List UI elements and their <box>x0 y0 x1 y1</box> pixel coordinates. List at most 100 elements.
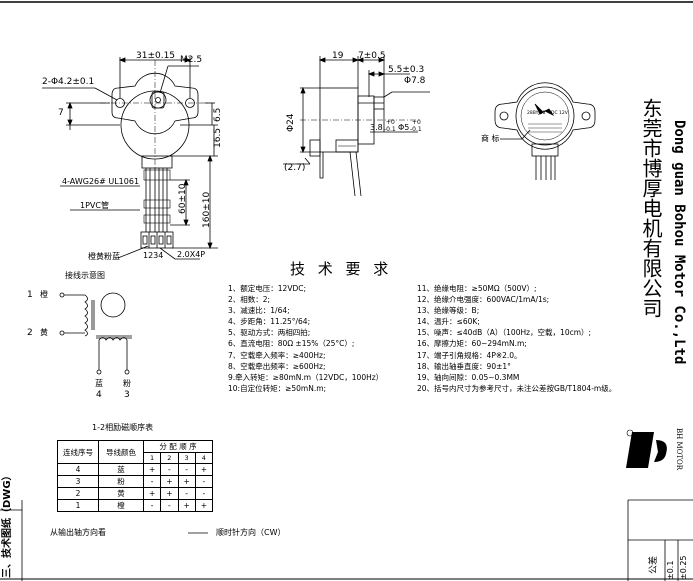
table-cell: + <box>160 487 179 500</box>
connector-label: 2.0X4P <box>177 250 206 259</box>
table-cell: - <box>160 463 179 476</box>
table-cell: 蓝 <box>98 463 144 476</box>
tolerance-value-1: ±0.1 <box>666 560 675 580</box>
direction-note-right: 顺时针方向（CW） <box>216 528 286 537</box>
spec-item: 3、减速比：1/64; <box>228 306 290 316</box>
table-cell: 4 <box>57 463 99 476</box>
section-title: 三、技术图纸（DWG） <box>2 470 13 578</box>
table-cell: 1 <box>57 499 99 512</box>
wire-4-number: 3 <box>124 390 130 400</box>
table-step: 2 <box>160 452 179 464</box>
dim-phi5-label: Φ5 <box>398 123 410 132</box>
wire-colors-label: 橙黄粉蓝 <box>88 252 120 261</box>
table-row: 3 粉 - + + - <box>57 475 214 488</box>
table-cell: + <box>160 475 179 488</box>
dim-phi24-label: Φ24 <box>286 113 296 132</box>
table-cell: - <box>160 499 179 512</box>
table-row: 1 橙 - - + + <box>57 499 214 512</box>
wiring-schematic <box>59 292 132 375</box>
table-cell: - <box>194 487 214 500</box>
sequence-caption: 1-2相励磁顺序表 <box>92 423 154 432</box>
spec-item: 5、驱动方式：两相四拍; <box>228 328 311 338</box>
wire-1-number: 1 <box>27 290 33 300</box>
dim-38-tol-dn: -0.1 <box>384 126 396 133</box>
specs-title: 技 术 要 求 <box>290 260 393 278</box>
wire-3-color: 蓝 <box>95 379 103 388</box>
dim-phi5-tol-dn: -0.1 <box>410 126 422 133</box>
wire-4-color: 粉 <box>123 379 131 388</box>
table-cell: - <box>142 475 162 488</box>
dim-phi78-label: Φ7.8 <box>404 76 426 86</box>
spec-item: 15、噪声：≤40dB（A）（100Hz，空载，10cm）; <box>417 328 592 338</box>
direction-note-left: 从输出轴方向看 <box>50 528 106 537</box>
spec-item: 18、输出轴垂直度：90±1° <box>417 361 511 371</box>
dim-right1-label: 6.5 <box>213 107 223 122</box>
wire-3-number: 4 <box>96 390 102 400</box>
bh-logo <box>626 429 667 468</box>
table-cell: + <box>177 475 196 488</box>
specs-right-list: 11、绝缘电阻：≥50MΩ（500V）; 12、绝缘介电强度：600VAC/1m… <box>417 283 616 394</box>
company-name-en: Dong guan Bohou Motor Co.,Ltd <box>671 120 687 365</box>
dim-left-label: 7 <box>58 108 64 118</box>
spec-item: 19、轴向间隙：0.05~0.3MM <box>417 372 520 382</box>
label-view <box>494 82 596 180</box>
dim-19-label: 19 <box>332 51 344 61</box>
table-cell: 黄 <box>98 487 144 500</box>
pvc-tube-label: 1PVC管 <box>80 201 109 210</box>
table-step: 4 <box>194 452 214 464</box>
tolerance-label: 公差 <box>649 555 659 574</box>
table-cell: - <box>194 475 214 488</box>
dim-phi5-tol-up: +0 <box>412 119 421 126</box>
dim-38-label: 3.8 <box>370 123 383 132</box>
title-block <box>0 499 693 581</box>
wire-2-number: 2 <box>27 328 33 338</box>
nameplate-voltage: DC 12V <box>551 111 568 116</box>
wiring-title: 接线示意图 <box>65 271 105 280</box>
logo-text: BH MOTOR <box>675 428 683 471</box>
table-cell: - <box>177 487 196 500</box>
dim-thread-label: M2.5 <box>180 55 203 65</box>
spec-item: 1、额定电压：12VDC; <box>228 284 306 293</box>
specs-left-list: 1、额定电压：12VDC; 2、相数：2; 3、减速比：1/64; 4、步距角：… <box>228 283 383 394</box>
company-name-cn: 东莞市博厚电机有限公司 <box>639 98 663 318</box>
table-row: 4 蓝 + - - + <box>57 463 214 476</box>
spec-item: 4、步距角：11.25°/64; <box>228 317 311 327</box>
table-step: 1 <box>142 452 162 464</box>
spec-item: 17、端子引角规格：4P※2.0。 <box>417 350 522 360</box>
dim-55-label: 5.5±0.3 <box>388 65 425 75</box>
table-cell: + <box>142 463 162 476</box>
table-step: 3 <box>177 452 196 464</box>
side-view <box>283 56 430 197</box>
table-header-color: 导线颜色 <box>98 440 144 464</box>
dim-27-label: (2.7) <box>284 163 306 173</box>
pin-numbers-label: 1234 <box>143 251 164 260</box>
spec-item: 16、摩擦力矩：60~294mN.m; <box>417 339 527 349</box>
dim-right2-label: 16.5 <box>213 127 223 148</box>
wire-2-color: 黄 <box>40 328 48 337</box>
table-cell: - <box>177 463 196 476</box>
tolerance-value-2: ±0.25 <box>679 555 688 580</box>
table-cell: 2 <box>57 487 99 500</box>
dim-total-len-label: 160±10 <box>202 191 212 228</box>
dim-holes-label: 2-Φ4.2±0.1 <box>42 77 95 87</box>
table-cell: 粉 <box>98 475 144 488</box>
table-cell: 橙 <box>98 499 144 512</box>
wire-spec-label: 4-AWG26# UL1061 <box>62 177 140 186</box>
spec-item: 7、空载牵入频率：≥400Hz; <box>228 350 326 360</box>
spec-item: 14、温升：≤60K; <box>417 317 480 327</box>
spec-item: 13、绝缘等级：B; <box>417 306 480 316</box>
dim-7-label: 7±0.5 <box>358 51 386 61</box>
spec-item: 2、相数：2; <box>228 295 271 305</box>
table-cell: + <box>194 463 214 476</box>
dim-38-tol-up: +0 <box>386 119 395 126</box>
front-view <box>42 57 218 260</box>
table-row: 2 黄 + + - - <box>57 487 214 500</box>
spec-item: 12、绝缘介电强度：600VAC/1mA/1s; <box>417 295 550 305</box>
spec-item: 20、括号内尺寸为参考尺寸，未注公差按GB/T1804-m级。 <box>417 383 617 393</box>
table-cell: + <box>142 487 162 500</box>
spec-item: 9.牵入转矩：≥80mN.m（12VDC，100Hz） <box>228 372 384 382</box>
table-cell: + <box>177 499 196 512</box>
spec-item: 8、空载牵出频率：≥600Hz; <box>228 361 326 371</box>
